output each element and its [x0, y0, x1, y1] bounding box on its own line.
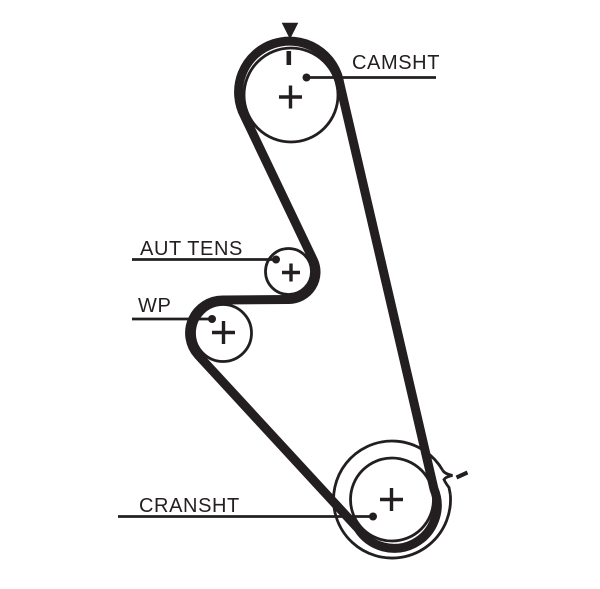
- crankshaft-timing-notch-icon: [441, 469, 453, 495]
- tensioner-leader-dot: [272, 255, 280, 264]
- water-pump-leader-dot: [208, 315, 216, 323]
- tensioner-pulley: [264, 247, 313, 296]
- crankshaft-label: CRANSHT: [139, 495, 240, 517]
- camshaft-timing-mark-icon: [286, 51, 292, 65]
- crankshaft-leader: [118, 512, 377, 521]
- crankshaft-timing-dash-icon: [455, 470, 469, 480]
- crankshaft-leader-dot: [369, 512, 377, 521]
- camshaft-center-cross-icon: [279, 85, 302, 109]
- direction-arrow-icon: [281, 22, 299, 40]
- tensioner-label: AUT TENS: [140, 238, 243, 260]
- water-pump-center-cross-icon: [212, 321, 235, 344]
- water-pump-label: WP: [138, 295, 171, 317]
- tensioner-leader: [132, 255, 280, 264]
- tensioner-center-cross-icon: [282, 263, 300, 282]
- water-pump-pulley: [193, 303, 253, 363]
- timing-belt: [185, 36, 442, 553]
- camshaft-leader-dot: [302, 73, 311, 82]
- camshaft-label: CAMSHT: [352, 52, 440, 74]
- camshaft-leader: [302, 73, 436, 82]
- crankshaft-center-cross-icon: [380, 488, 403, 511]
- water-pump-leader: [132, 315, 216, 323]
